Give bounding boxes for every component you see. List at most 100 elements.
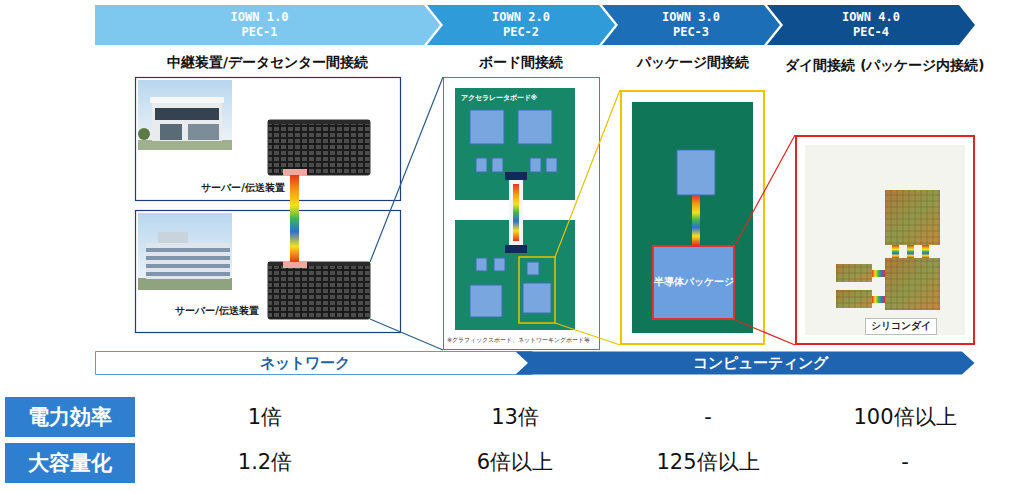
row-header-text: 電力効率: [28, 403, 112, 431]
row-header: 大容量化: [5, 443, 135, 483]
section-heading: ダイ間接続 (パッケージ内接続): [785, 57, 985, 75]
package-section-box: パッケージ間接続半導体パッケージ: [620, 90, 765, 345]
board-chips: [470, 110, 504, 144]
building-photo: [160, 124, 182, 140]
silicon-die: [885, 258, 940, 310]
domain-name: ネットワーク: [260, 354, 350, 373]
silicon-die: [836, 290, 872, 308]
building-photo: [138, 213, 232, 290]
phase-chevron: IOWN 3.0PEC-3: [602, 5, 780, 45]
lower-board: [470, 285, 502, 317]
table-cell: -: [638, 404, 778, 430]
server-rack: [268, 261, 370, 319]
board-chips: [530, 158, 541, 172]
building-photo: [152, 103, 222, 141]
domain-band: コンピューティング: [515, 351, 975, 375]
lower-board: [523, 283, 551, 313]
board-chips: [470, 110, 557, 172]
table-cell: 1倍: [195, 404, 335, 430]
zoom-line: [735, 135, 795, 345]
table-cell: -: [835, 449, 975, 475]
building-photo: [138, 80, 232, 150]
package-chip: [677, 150, 715, 245]
domain-name: コンピューティング: [693, 354, 828, 373]
section-heading: ボード間接続: [422, 54, 620, 72]
lower-board: [494, 258, 505, 271]
building-photo: [138, 80, 232, 150]
silicon-die: [836, 190, 940, 310]
die-label-box: シリコンダイ: [865, 318, 937, 335]
site-frame: [136, 78, 401, 201]
server-rack: [268, 120, 370, 124]
phase-name: IOWN 3.0: [662, 10, 720, 25]
lower-board: [455, 220, 575, 330]
building-photo: [146, 272, 230, 276]
silicon-die: [836, 290, 872, 308]
server-unit: サーバー/伝送装置: [268, 118, 370, 175]
building-photo: [138, 140, 232, 150]
building-photo: [150, 97, 224, 103]
site-frame: [136, 211, 401, 333]
package-chip: [677, 150, 715, 195]
phase-chevron: IOWN 1.0PEC-1: [95, 5, 440, 45]
building-photo: [146, 256, 230, 260]
server-unit: サーバー/伝送装置: [268, 262, 370, 319]
optical-link: [290, 175, 299, 262]
server-rack: [268, 262, 370, 319]
row-header: 電力効率: [5, 397, 135, 437]
server-rack: [283, 261, 307, 268]
building-photo: [138, 278, 232, 290]
table-cell: 13倍: [445, 404, 585, 430]
phase-chevron-outline: [767, 5, 975, 45]
silicon-die: [885, 190, 940, 245]
section-heading: パッケージ間接続: [600, 54, 785, 72]
zoom-line: [735, 135, 795, 345]
zoom-line: [370, 77, 443, 350]
semiconductor-package: 半導体パッケージ: [652, 245, 735, 320]
section-heading: 中継装置/データセンター間接続: [130, 54, 405, 72]
board-chips: [476, 158, 487, 172]
building-photo: [146, 243, 230, 279]
building-photo: [188, 124, 219, 140]
table-cell: 100倍以上: [835, 404, 975, 430]
lower-board: [519, 257, 555, 323]
silicon-die: [885, 258, 940, 310]
package-label: 半導体パッケージ: [654, 276, 734, 289]
site-frame: [136, 78, 401, 333]
phase-name: PEC-1: [241, 25, 277, 40]
phase-name: IOWN 4.0: [842, 10, 900, 25]
board-chips: [546, 158, 557, 172]
lower-board: [527, 262, 539, 275]
building-photo: [155, 108, 219, 120]
optical-link: [290, 175, 299, 262]
server-rack: [268, 262, 370, 266]
phase-chevron-outline: [602, 5, 780, 45]
table-cell: 6倍以上: [445, 449, 585, 475]
section-heading: ※グラフィックスボード、ネットワーキングボード等: [447, 336, 598, 345]
server-rack: [283, 169, 307, 176]
silicon-die: [892, 245, 899, 258]
domain-band: ネットワーク: [95, 351, 545, 375]
board-label: アクセラレータボード※: [461, 93, 538, 103]
phase-chevron: IOWN 2.0PEC-2: [427, 5, 615, 45]
silicon-die: [872, 296, 885, 303]
server-rack: [268, 120, 370, 175]
accelerator-board: アクセラレータボード※: [455, 88, 575, 200]
board-interconnect: [513, 184, 519, 241]
board-interconnect: [505, 245, 527, 253]
silicon-die: [922, 245, 929, 258]
silicon-die: [836, 264, 872, 282]
package-chip: [692, 195, 700, 245]
silicon-die: [907, 245, 914, 258]
board-chips: [518, 110, 552, 144]
domain-band-outline: [96, 352, 545, 375]
building-photo: [146, 264, 230, 268]
server-label: サーバー/伝送装置: [188, 181, 298, 195]
lower-board: [455, 220, 575, 330]
table-cell: 125倍以上: [638, 449, 778, 475]
silicon-die: [885, 190, 940, 245]
phase-chevron-outline: [427, 5, 615, 45]
building-photo: [146, 248, 230, 252]
